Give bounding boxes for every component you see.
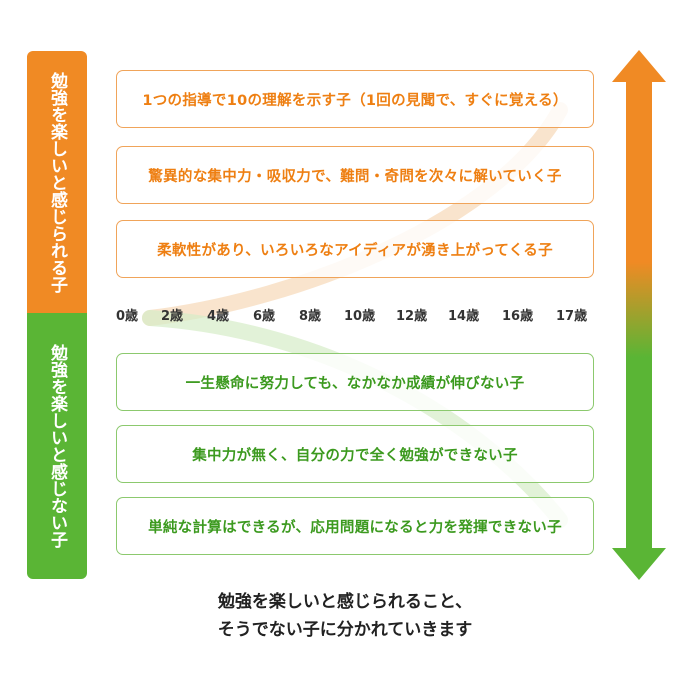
double-arrow-icon (612, 50, 666, 580)
conclusion-line-1: 勉強を楽しいと感じられること、 (217, 592, 473, 612)
enjoying-study-label: 勉強を楽しいと感じられる子 (27, 51, 87, 313)
age-axis: 0歳 2歳 4歳 6歳 8歳 10歳 12歳 14歳 16歳 17歳 (116, 305, 596, 325)
top-box-2: 驚異的な集中力・吸収力で、難問・奇問を次々に解いていく子 (116, 146, 594, 204)
age-tick: 14歳 (448, 309, 480, 324)
bottom-box-3: 単純な計算はできるが、応用問題になると力を発揮できない子 (116, 497, 594, 555)
conclusion-line-2: そうでない子に分かれていきます (217, 620, 473, 640)
top-box-3: 柔軟性があり、いろいろなアイディアが湧き上がってくる子 (116, 220, 594, 278)
conclusion-text: 勉強を楽しいと感じられること、 そうでない子に分かれていきます (0, 588, 690, 644)
age-tick: 8歳 (299, 309, 322, 324)
age-tick: 2歳 (161, 309, 184, 324)
bottom-box-1: 一生懸命に努力しても、なかなか成績が伸びない子 (116, 353, 594, 411)
age-tick: 16歳 (502, 309, 534, 324)
age-tick: 0歳 (116, 309, 139, 324)
top-box-1: 1つの指導で10の理解を示す子（1回の見聞で、すぐに覚える） (116, 70, 594, 128)
age-tick: 17歳 (556, 309, 588, 324)
green-growth-curve (142, 310, 568, 528)
age-tick: 10歳 (344, 309, 376, 324)
orange-growth-curve (142, 102, 568, 326)
age-tick: 6歳 (253, 309, 276, 324)
bottom-box-2: 集中力が無く、自分の力で全く勉強ができない子 (116, 425, 594, 483)
not-enjoying-study-label: 勉強を楽しいと感じない子 (27, 313, 87, 579)
age-tick: 4歳 (207, 309, 230, 324)
age-tick: 12歳 (396, 309, 428, 324)
